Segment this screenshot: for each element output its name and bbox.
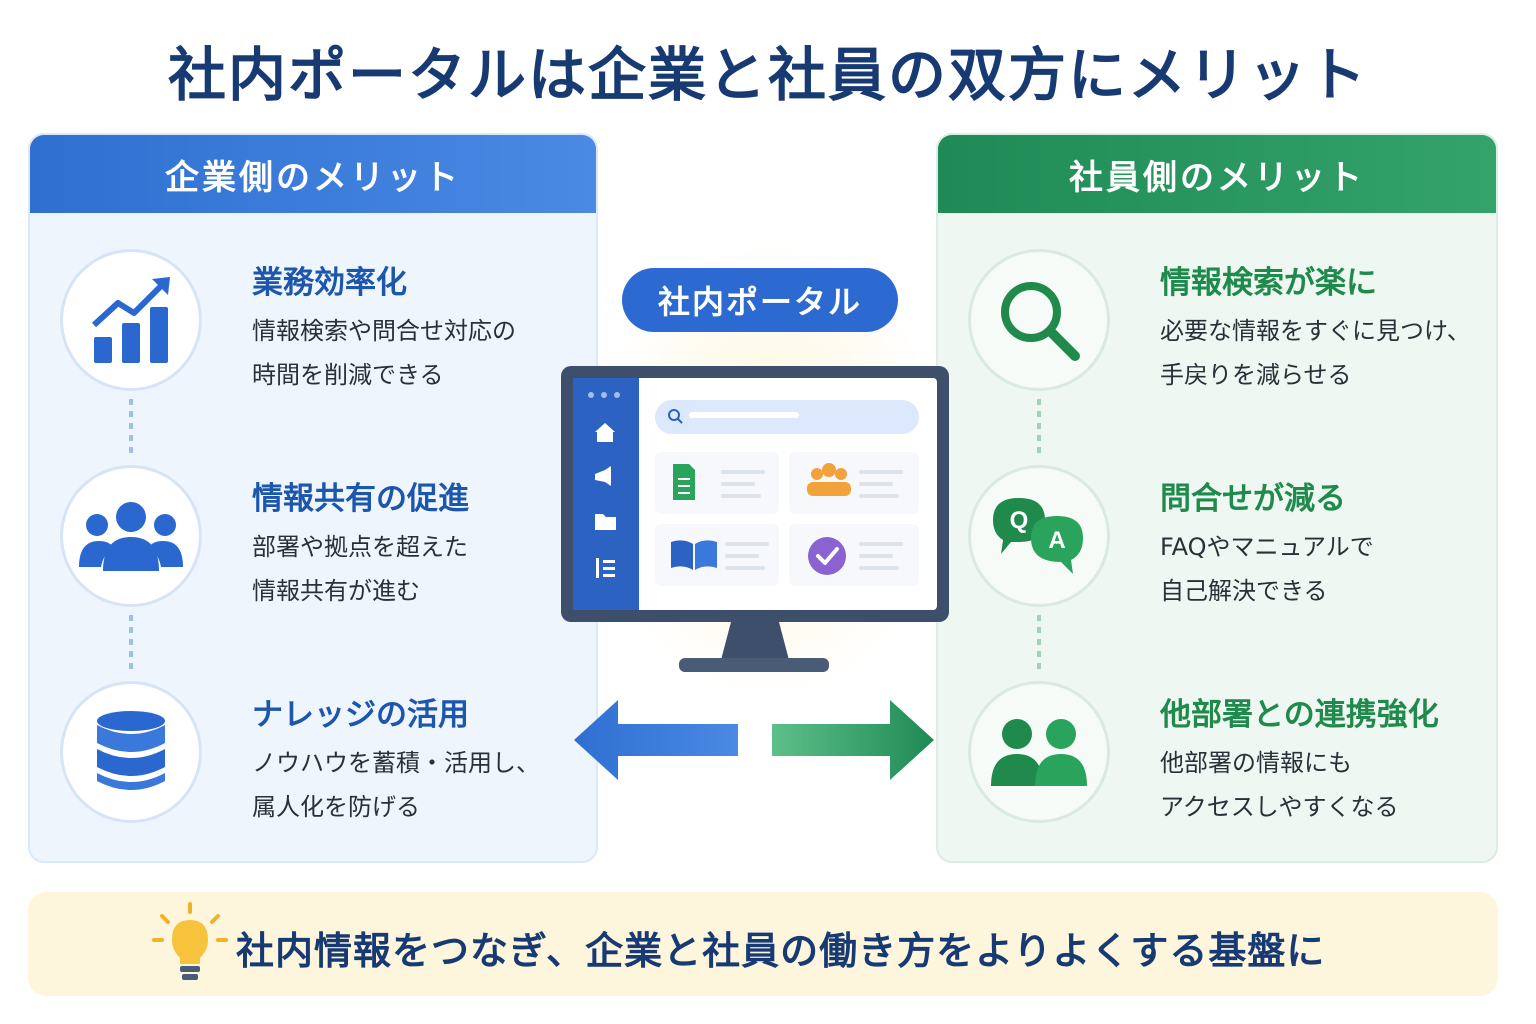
desc-line: アクセスしやすくなる bbox=[1160, 793, 1399, 821]
item-description: FAQやマニュアルで 自己解決できる bbox=[1160, 525, 1374, 613]
employee-benefits-header: 社員側のメリット bbox=[938, 135, 1496, 213]
connector-line bbox=[129, 399, 133, 455]
desc-line: FAQやマニュアルで bbox=[1160, 533, 1374, 561]
rising-chart-icon bbox=[60, 249, 202, 391]
desc-line: 属人化を防げる bbox=[252, 793, 420, 821]
desc-line: ノウハウを蓄積・活用し、 bbox=[252, 749, 540, 777]
item-description: 他部署の情報にも アクセスしやすくなる bbox=[1160, 741, 1399, 829]
a-letter: A bbox=[1048, 527, 1065, 554]
desc-line: 自己解決できる bbox=[1160, 577, 1328, 605]
item-title: 問合せが減る bbox=[1160, 481, 1346, 517]
page-title: 社内ポータルは企業と社員の双方にメリット bbox=[167, 41, 1368, 109]
benefit-collaboration: 他部署との連携強化 他部署の情報にも アクセスしやすくなる bbox=[968, 681, 1488, 831]
item-description: ノウハウを蓄積・活用し、 属人化を防げる bbox=[252, 741, 540, 829]
desc-line: 必要な情報をすぐに見つけ、 bbox=[1160, 317, 1471, 345]
footer-banner: 社内情報をつなぎ、企業と社員の働き方をよりよくする基盤に bbox=[28, 892, 1498, 996]
employee-benefits-panel: 社員側のメリット 情報検索が楽に 必要な情報をすぐに見つけ、 手戻りを減らせる … bbox=[936, 133, 1498, 863]
desc-line: 情報検索や問合せ対応の bbox=[252, 317, 516, 345]
magnifier-icon bbox=[968, 249, 1110, 391]
monitor-illustration bbox=[561, 366, 949, 680]
desc-line: 手戻りを減らせる bbox=[1160, 361, 1352, 389]
benefit-fewer-inquiries: Q A 問合せが減る FAQやマニュアルで 自己解決できる bbox=[968, 465, 1488, 615]
bidirectional-arrows bbox=[574, 700, 936, 790]
desc-line: 時間を削減できる bbox=[252, 361, 444, 389]
two-people-icon bbox=[968, 681, 1110, 823]
item-description: 部署や拠点を超えた 情報共有が進む bbox=[252, 525, 468, 613]
q-letter: Q bbox=[1010, 507, 1029, 534]
people-group-icon bbox=[60, 465, 202, 607]
item-title: ナレッジの活用 bbox=[252, 697, 469, 733]
desc-line: 他部署の情報にも bbox=[1160, 749, 1352, 777]
desc-line: 部署や拠点を超えた bbox=[252, 533, 468, 561]
portal-label: 社内ポータル bbox=[622, 268, 898, 332]
qa-bubbles-icon: Q A bbox=[968, 465, 1110, 607]
benefit-sharing: 情報共有の促進 部署や拠点を超えた 情報共有が進む bbox=[60, 465, 580, 615]
item-description: 情報検索や問合せ対応の 時間を削減できる bbox=[252, 309, 516, 397]
item-description: 必要な情報をすぐに見つけ、 手戻りを減らせる bbox=[1160, 309, 1471, 397]
desc-line: 情報共有が進む bbox=[252, 577, 420, 605]
benefit-knowledge: ナレッジの活用 ノウハウを蓄積・活用し、 属人化を防げる bbox=[60, 681, 580, 831]
item-title: 情報共有の促進 bbox=[252, 481, 469, 517]
item-title: 業務効率化 bbox=[252, 265, 407, 301]
company-benefits-panel: 企業側のメリット 業務効率化 情報検索や問合せ対応の 時間を削減できる bbox=[28, 133, 598, 863]
connector-line bbox=[129, 615, 133, 671]
item-title: 他部署との連携強化 bbox=[1160, 697, 1439, 733]
benefit-search: 情報検索が楽に 必要な情報をすぐに見つけ、 手戻りを減らせる bbox=[968, 249, 1488, 399]
connector-line bbox=[1037, 615, 1041, 671]
lightbulb-icon bbox=[152, 902, 228, 990]
database-icon bbox=[60, 681, 202, 823]
benefit-efficiency: 業務効率化 情報検索や問合せ対応の 時間を削減できる bbox=[60, 249, 580, 399]
footer-message: 社内情報をつなぎ、企業と社員の働き方をよりよくする基盤に bbox=[236, 929, 1326, 973]
connector-line bbox=[1037, 399, 1041, 455]
company-benefits-header: 企業側のメリット bbox=[30, 135, 596, 213]
item-title: 情報検索が楽に bbox=[1160, 265, 1377, 301]
